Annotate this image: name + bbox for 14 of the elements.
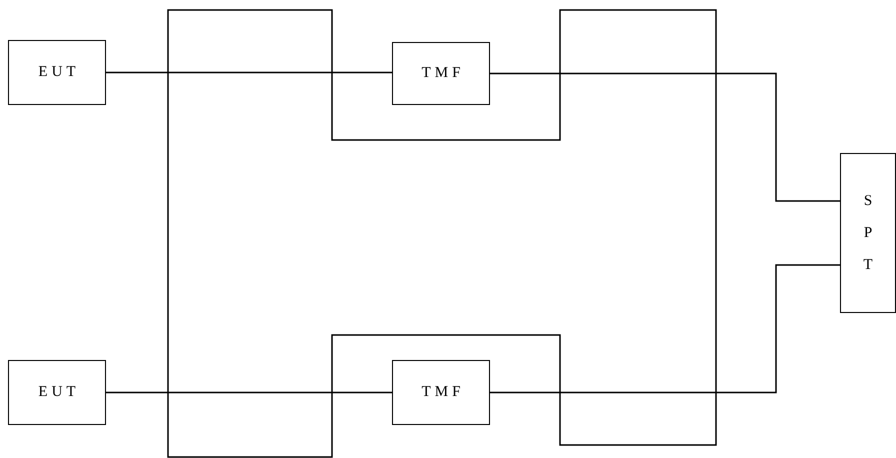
equipment-box: [392, 42, 490, 105]
box-label: EUT: [37, 384, 80, 401]
instrument-box: [840, 153, 896, 313]
equipment-box: [8, 40, 106, 105]
cable-line: [106, 72, 392, 74]
cable-line: [490, 264, 840, 394]
box-label: TMF: [420, 65, 464, 82]
cable-line: [106, 392, 392, 394]
box-label: TMF: [420, 384, 464, 401]
equipment-box: [392, 360, 490, 425]
cable-line: [490, 72, 840, 202]
equipment-box: [8, 360, 106, 425]
box-label: EUT: [37, 64, 80, 81]
box-label: SPT: [862, 192, 874, 276]
